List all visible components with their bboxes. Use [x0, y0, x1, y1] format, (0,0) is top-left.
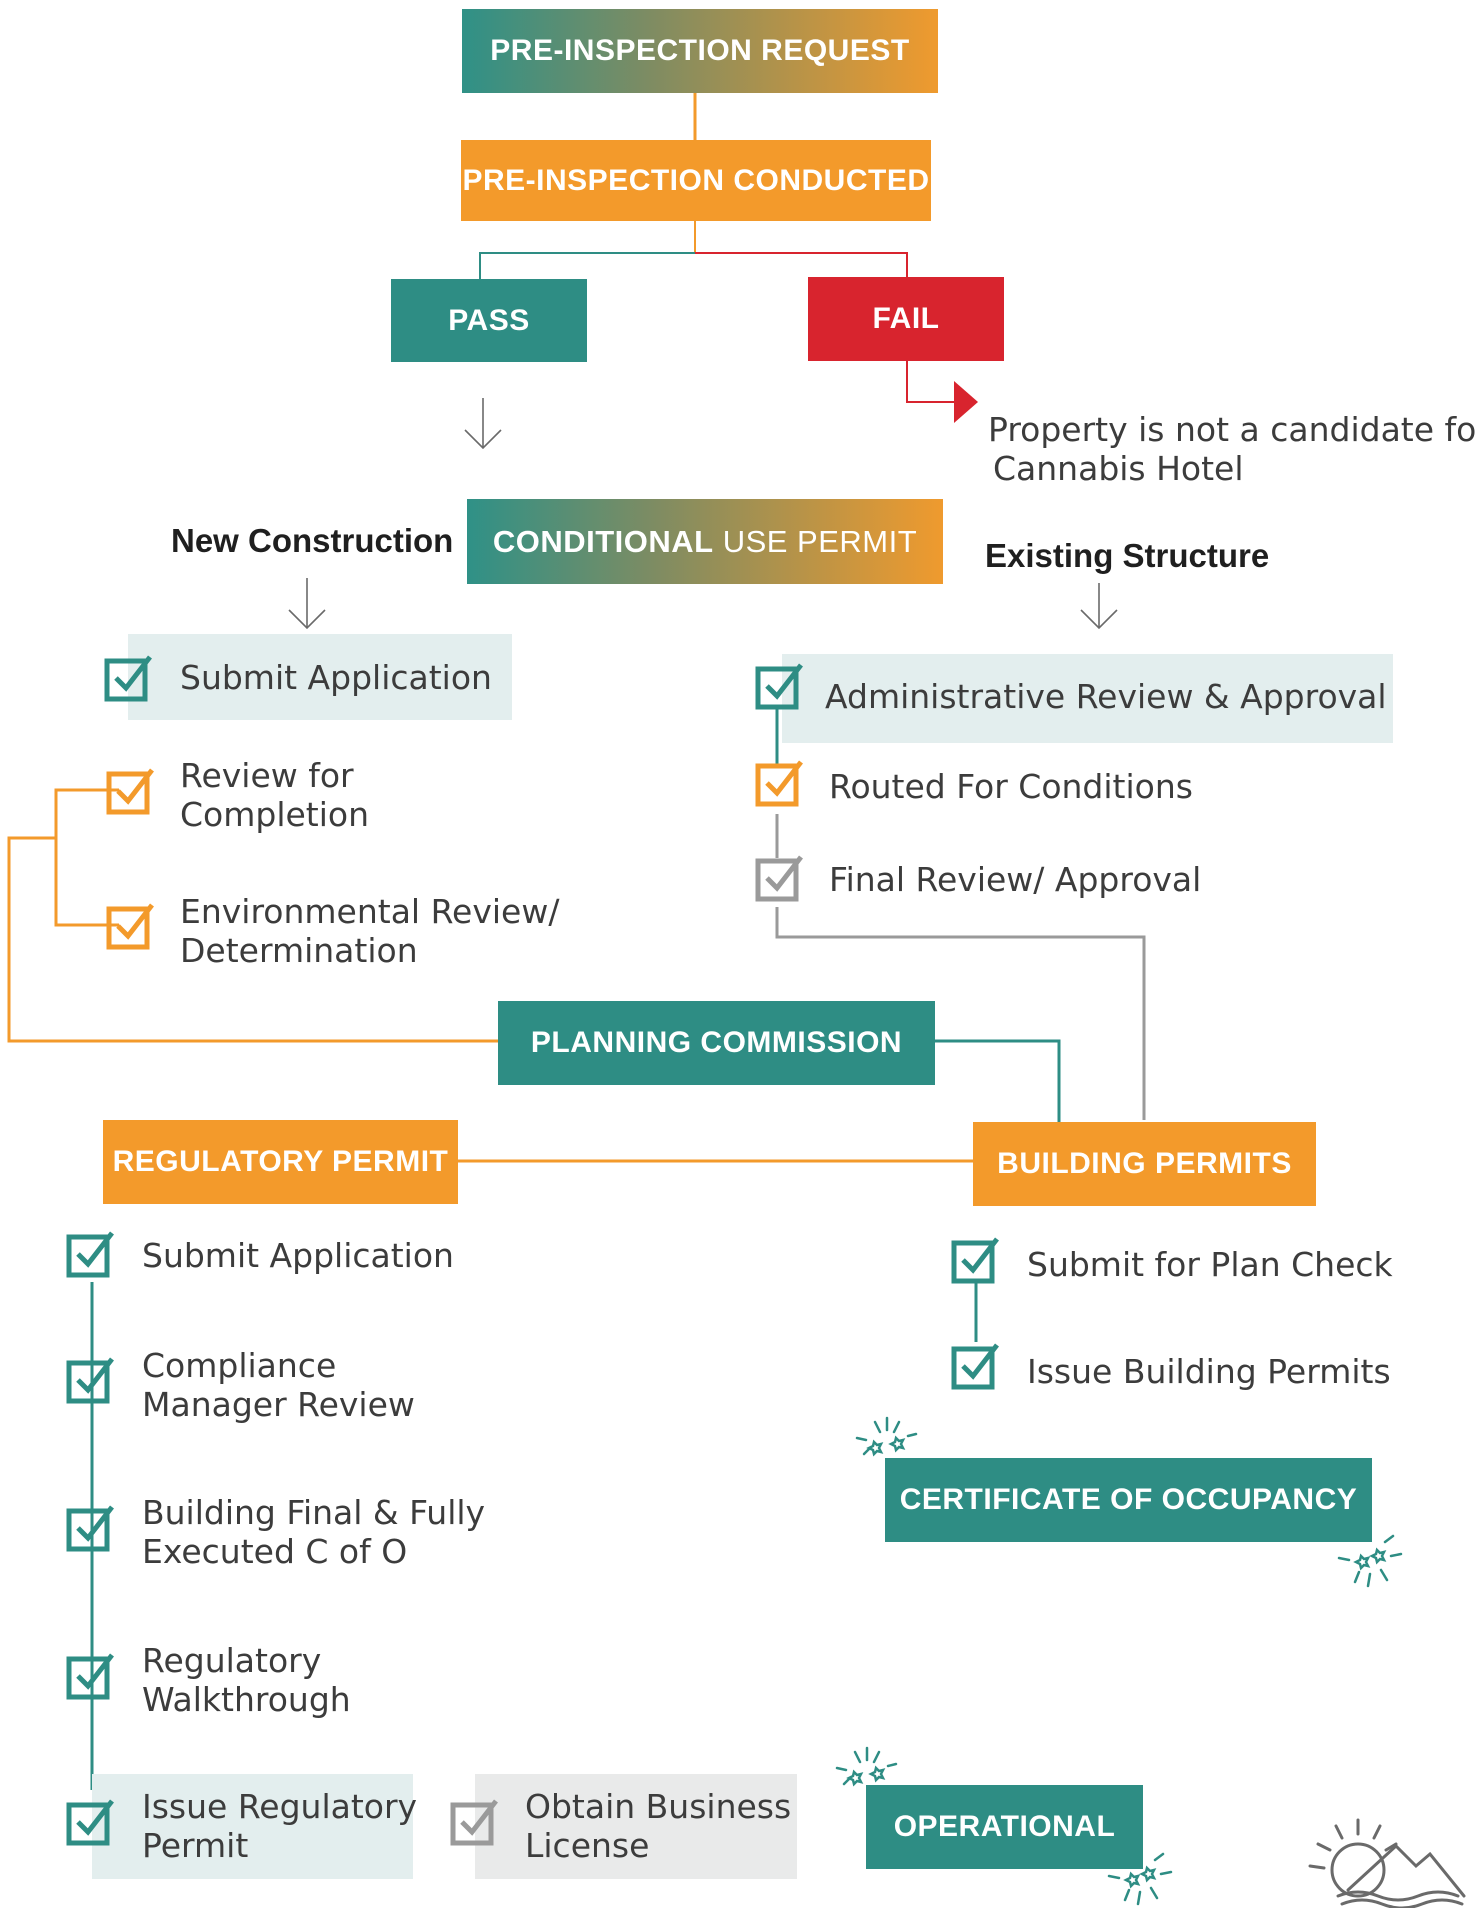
regulatory-permit-label: REGULATORY PERMIT [112, 1145, 449, 1178]
fail-box: FAIL [808, 277, 1004, 361]
rp-regulatory-walkthrough: Regulatory Walkthrough [142, 1641, 351, 1719]
nc-submit-application: Submit Application [180, 658, 492, 697]
fail-label: FAIL [872, 302, 940, 335]
pre-inspection-conducted-label: PRE-INSPECTION CONDUCTED [462, 163, 930, 197]
checkbox-check-icon [66, 1357, 114, 1404]
environmental-line-2: Determination [180, 931, 418, 970]
walkthrough-line-1: Regulatory [142, 1641, 322, 1680]
checkbox-check-icon [66, 1505, 114, 1552]
existing-structure-label: Existing Structure [985, 537, 1270, 574]
planning-commission-box: PLANNING COMMISSION [498, 1001, 935, 1085]
issue-regulatory-permit-highlight [92, 1774, 413, 1879]
business-license-line-1: Obtain Business [525, 1787, 792, 1826]
building-permits-label: BUILDING PERMITS [997, 1147, 1292, 1180]
compliance-line-1: Compliance [142, 1346, 337, 1385]
pre-inspection-conducted-box: PRE-INSPECTION CONDUCTED [461, 140, 931, 221]
es-routed-for-conditions: Routed For Conditions [829, 767, 1193, 806]
es-final-review: Final Review/ Approval [829, 860, 1202, 899]
sparkle-icon [835, 1746, 898, 1787]
checkbox-check-icon [66, 1653, 114, 1700]
fail-note-line-2: Cannabis Hotel [993, 449, 1244, 488]
regulatory-permit-box: REGULATORY PERMIT [103, 1120, 458, 1204]
checkbox-check-icon [104, 655, 152, 702]
checkbox-check-icon [66, 1231, 114, 1278]
checkbox-check-icon [450, 1799, 498, 1846]
nc-review-for-completion: Review for Completion [180, 756, 369, 834]
sparkle-icon [1337, 1534, 1403, 1588]
new-construction-label: New Construction [171, 522, 454, 559]
pre-inspection-request-box: PRE-INSPECTION REQUEST [462, 9, 938, 93]
checkbox-check-icon [951, 1237, 999, 1284]
es-admin-review: Administrative Review & Approval [825, 677, 1387, 716]
checkbox-check-icon [755, 663, 803, 710]
fail-note-line-1: Property is not a candidate for [988, 410, 1479, 449]
rp-building-final: Building Final & Fully Executed C of O [142, 1493, 485, 1571]
checkbox-check-icon [755, 760, 803, 807]
fail-note: Property is not a candidate for Cannabis… [988, 410, 1479, 488]
sun-mountain-waves-logo [1308, 1818, 1466, 1908]
rp-obtain-business-license: Obtain Business License [525, 1787, 791, 1865]
bp-submit-plan-check: Submit for Plan Check [1027, 1245, 1393, 1284]
rp-issue-regulatory-permit: Issue Regulatory Permit [142, 1787, 417, 1865]
pass-label: PASS [448, 303, 530, 337]
checkbox-check-icon [106, 903, 154, 950]
building-permits-box: BUILDING PERMITS [973, 1122, 1316, 1206]
review-completion-line-1: Review for [180, 756, 354, 795]
issue-permit-line-1: Issue Regulatory [142, 1787, 418, 1826]
sparkle-icon [1107, 1852, 1173, 1906]
certificate-of-occupancy-label: CERTIFICATE OF OCCUPANCY [899, 1483, 1358, 1516]
bp-issue-building-permits: Issue Building Permits [1027, 1352, 1391, 1391]
pass-box: PASS [391, 279, 587, 362]
issue-permit-line-2: Permit [142, 1826, 249, 1865]
environmental-line-1: Environmental Review/ [180, 892, 560, 931]
checkbox-check-icon [106, 768, 154, 815]
cup-thin-label: USE PERMIT [713, 523, 918, 559]
submit-application-highlight [128, 634, 512, 720]
checkbox-check-icon [66, 1799, 114, 1846]
checkbox-check-icon [755, 855, 803, 902]
obtain-business-license-highlight [475, 1774, 797, 1879]
walkthrough-line-2: Walkthrough [142, 1680, 351, 1719]
building-final-line-2: Executed C of O [142, 1532, 408, 1571]
business-license-line-2: License [525, 1826, 650, 1865]
certificate-of-occupancy-box: CERTIFICATE OF OCCUPANCY [885, 1458, 1372, 1542]
sparkle-icon [855, 1416, 918, 1457]
rp-compliance-review: Compliance Manager Review [142, 1346, 415, 1424]
rp-submit-application: Submit Application [142, 1236, 454, 1275]
review-completion-line-2: Completion [180, 795, 370, 834]
planning-commission-label: PLANNING COMMISSION [530, 1026, 903, 1059]
compliance-line-2: Manager Review [142, 1385, 415, 1424]
operational-label: OPERATIONAL [893, 1810, 1116, 1843]
conditional-use-permit-box: CONDITIONAL USE PERMIT [467, 499, 943, 584]
admin-review-highlight [782, 654, 1393, 743]
pre-inspection-request-label: PRE-INSPECTION REQUEST [490, 34, 910, 67]
cup-bold-label: CONDITIONAL [492, 523, 714, 559]
building-final-line-1: Building Final & Fully [142, 1493, 486, 1532]
checkbox-check-icon [951, 1343, 999, 1390]
nc-environmental-review: Environmental Review/ Determination [180, 892, 559, 970]
operational-box: OPERATIONAL [866, 1785, 1143, 1869]
